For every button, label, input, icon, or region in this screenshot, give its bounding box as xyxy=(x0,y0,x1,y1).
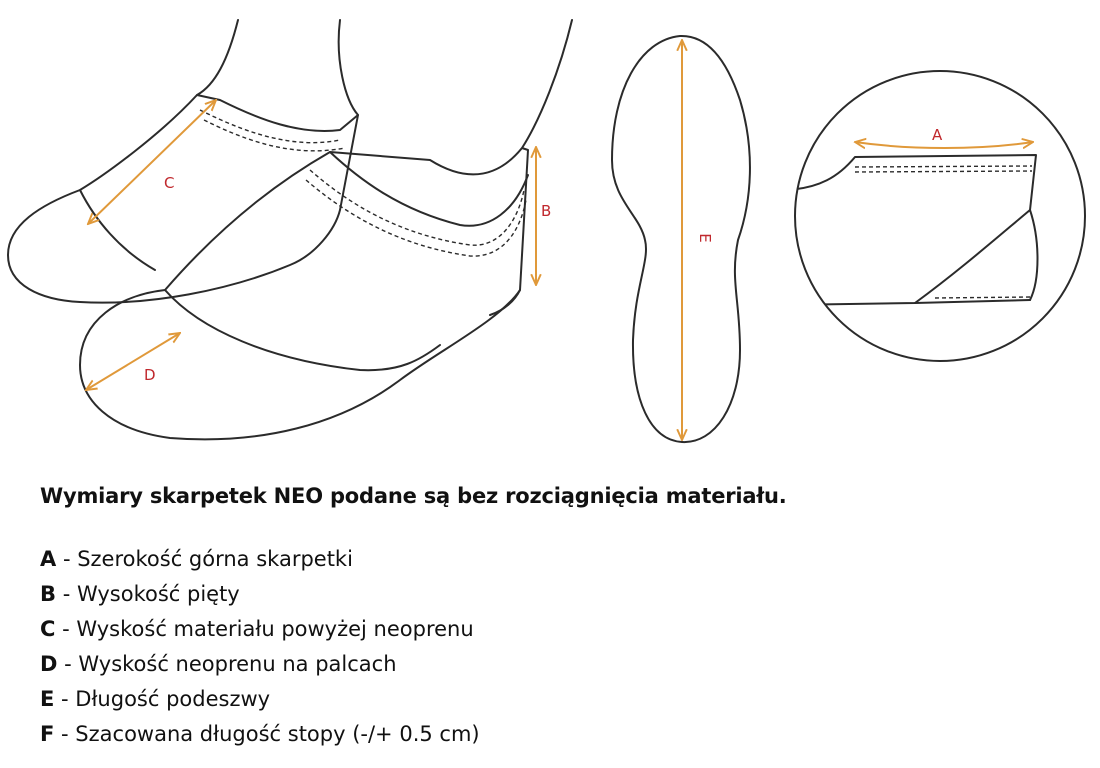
legend-separator: - xyxy=(57,652,79,676)
legend-separator: - xyxy=(55,617,77,641)
legend-separator: - xyxy=(54,687,76,711)
legend-text: Wyskość neoprenu na palcach xyxy=(78,652,397,676)
legend-separator: - xyxy=(54,722,76,746)
legend-text: Długość podeszwy xyxy=(75,687,271,711)
legend-key: F xyxy=(40,722,55,746)
legend-key: E xyxy=(40,687,55,711)
legend-text: Szacowana długość stopy (-/+ 0.5 cm) xyxy=(75,722,480,746)
label-e: E xyxy=(696,233,714,242)
legend-separator: - xyxy=(56,582,77,606)
sole-illustration xyxy=(611,34,751,444)
legend-text: Wyskość materiału powyżej neoprenu xyxy=(76,617,474,641)
size-diagram: C D B E A xyxy=(7,19,1086,444)
legend-item-f: F - Szacowana długość stopy (-/+ 0.5 cm) xyxy=(40,719,480,754)
label-c: C xyxy=(164,174,174,192)
front-foot-illustration xyxy=(79,19,573,441)
legend-key: B xyxy=(40,582,57,606)
legend-item-d: D - Wyskość neoprenu na palcach xyxy=(40,649,480,684)
legend-item-b: B - Wysokość pięty xyxy=(40,579,480,614)
back-foot-illustration xyxy=(7,19,359,304)
legend-separator: - xyxy=(56,547,78,571)
legend-key: D xyxy=(40,652,58,676)
dimensions-note: Wymiary skarpetek NEO podane są bez rozc… xyxy=(40,484,787,508)
detail-magnifier xyxy=(794,70,1086,362)
legend-key: A xyxy=(40,547,57,571)
legend-item-a: A - Szerokość górna skarpetki xyxy=(40,544,480,579)
legend-key: C xyxy=(40,617,56,641)
legend-text: Wysokość pięty xyxy=(76,582,240,606)
measure-line-a xyxy=(855,142,1033,148)
label-d: D xyxy=(144,366,156,384)
label-b: B xyxy=(541,202,551,220)
measure-line-c xyxy=(88,100,216,224)
measure-line-d xyxy=(86,333,180,390)
legend-item-c: C - Wyskość materiału powyżej neoprenu xyxy=(40,614,480,649)
measurement-legend: A - Szerokość górna skarpetki B - Wysoko… xyxy=(40,544,480,754)
label-a: A xyxy=(932,126,943,144)
legend-text: Szerokość górna skarpetki xyxy=(77,547,353,571)
legend-item-e: E - Długość podeszwy xyxy=(40,684,480,719)
